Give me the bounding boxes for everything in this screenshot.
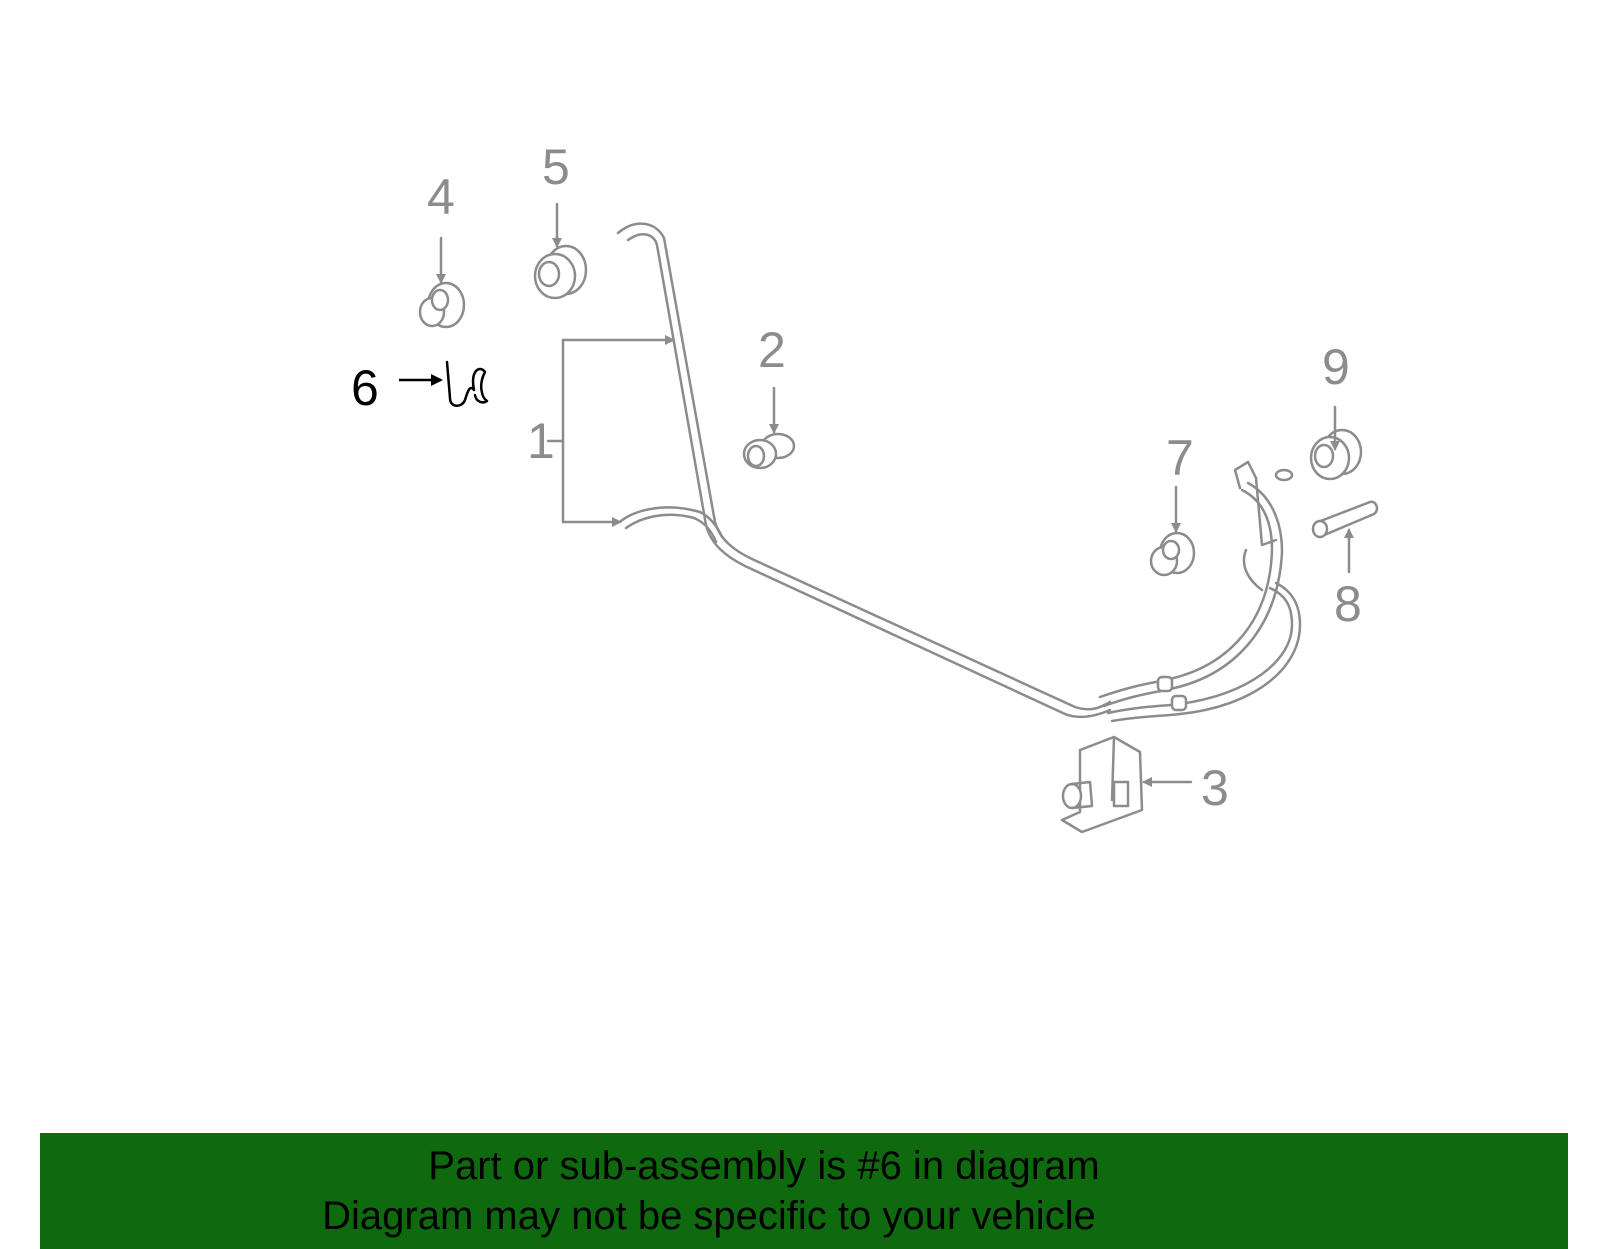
callout-3: 3: [1201, 760, 1229, 816]
part-8-pin: [1311, 500, 1379, 539]
part-3-bracket: [1060, 735, 1144, 834]
callout-5: 5: [542, 139, 570, 195]
callout-1: 1: [527, 413, 555, 469]
transmission-cooler-line: [616, 222, 1302, 723]
part-4-grommet: [418, 281, 466, 329]
part-5-bushing: [533, 244, 588, 300]
part-7-grommet: [1149, 531, 1196, 577]
callout-9: 9: [1322, 339, 1350, 395]
callout-6: 6: [351, 360, 379, 416]
callout-8: 8: [1334, 576, 1362, 632]
info-banner: Part or sub-assembly is #6 in diagram Di…: [40, 1133, 1568, 1249]
callout-4: 4: [427, 169, 455, 225]
banner-line-part-number: Part or sub-assembly is #6 in diagram: [428, 1144, 1100, 1188]
part-2-clip: [742, 432, 796, 470]
part-6-clip: [445, 360, 489, 407]
leader-lines: [399, 202, 1354, 787]
callout-2: 2: [758, 322, 786, 378]
banner-line-disclaimer: Diagram may not be specific to your vehi…: [322, 1194, 1096, 1238]
callout-7: 7: [1166, 430, 1194, 486]
